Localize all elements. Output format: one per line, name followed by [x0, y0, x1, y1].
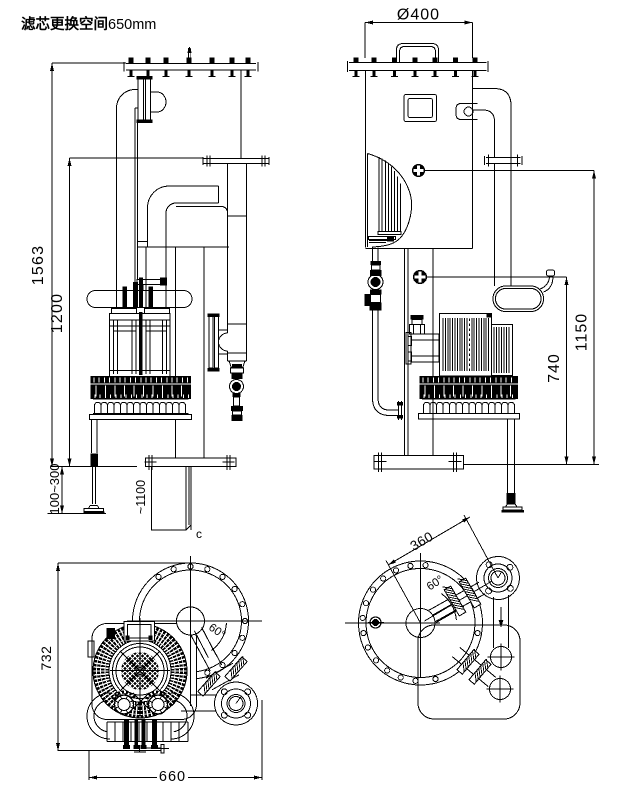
svg-text:滤芯更换空间650mm: 滤芯更换空间650mm	[21, 15, 156, 33]
svg-text:60°: 60°	[206, 622, 227, 642]
svg-text:c: c	[196, 527, 202, 541]
svg-text:100~300: 100~300	[47, 464, 62, 515]
svg-text:360: 360	[408, 529, 436, 554]
svg-text:1200: 1200	[49, 293, 66, 333]
svg-text:1563: 1563	[30, 245, 47, 285]
svg-text:1150: 1150	[574, 313, 591, 351]
svg-text:60°: 60°	[425, 574, 446, 594]
svg-text:732: 732	[38, 646, 54, 671]
svg-text:~1100: ~1100	[134, 480, 148, 514]
svg-text:660: 660	[159, 769, 186, 785]
svg-text:740: 740	[546, 353, 563, 383]
svg-text:Ø400: Ø400	[397, 7, 440, 24]
